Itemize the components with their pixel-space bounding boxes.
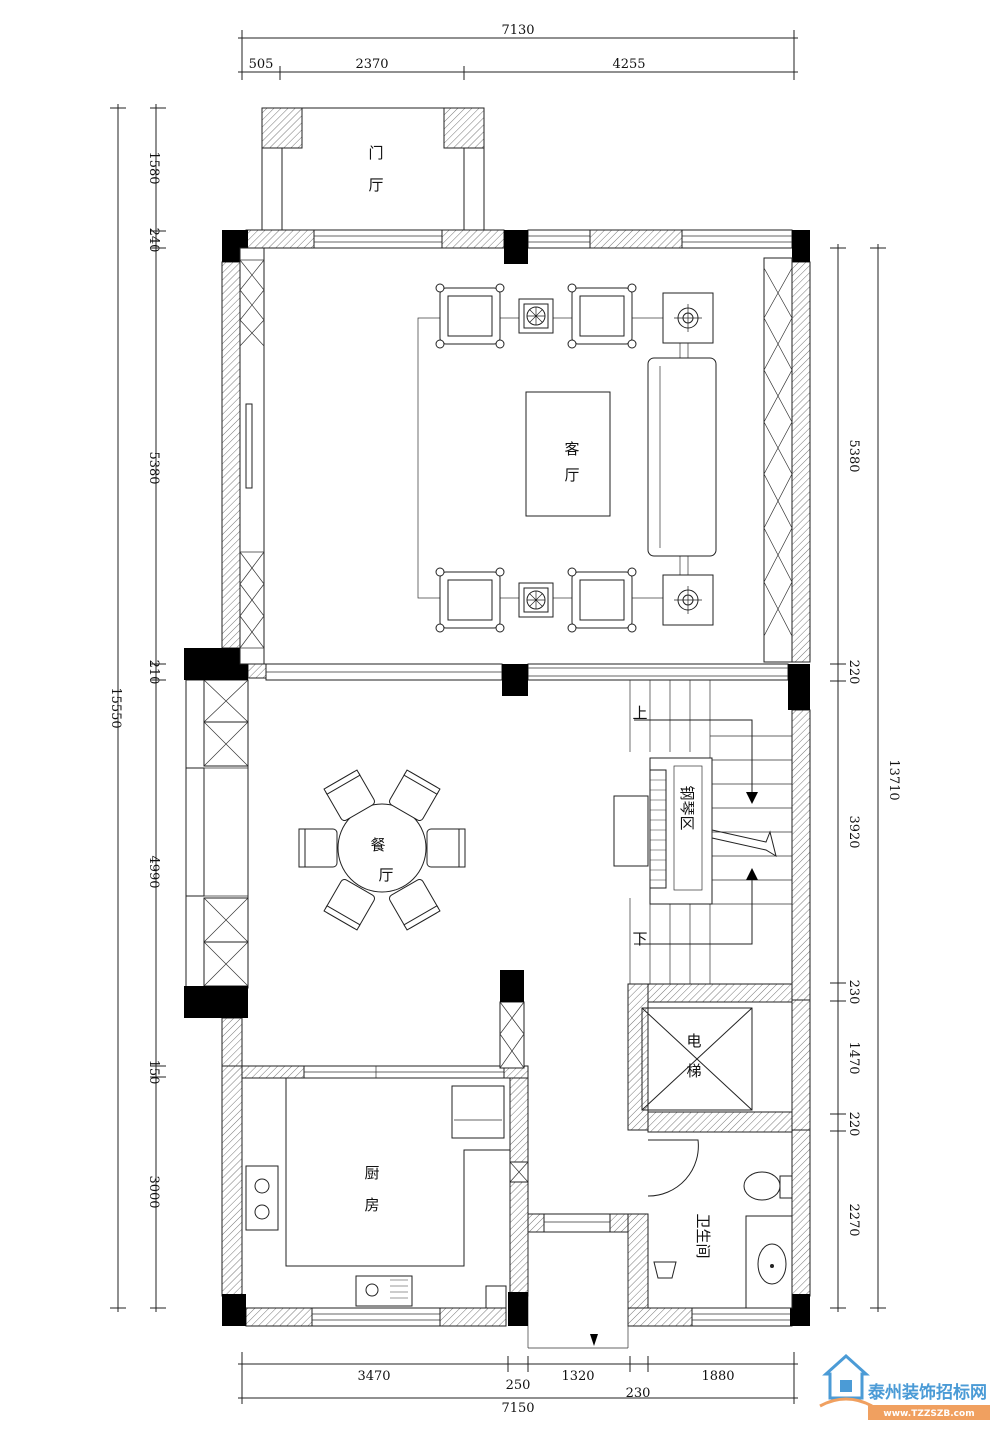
dim-right-seg-7: 2270 xyxy=(846,1203,861,1236)
dim-top-seg-3: 4255 xyxy=(612,57,645,72)
kitchen: 厨 房 xyxy=(245,1078,510,1309)
foyer-label: 门 厅 xyxy=(368,144,383,194)
dining-room-label-2: 厅 xyxy=(378,866,393,884)
dim-right-seg-3: 3920 xyxy=(846,815,861,848)
kitchen-label-2: 房 xyxy=(364,1196,379,1214)
dim-left-seg-5: 4990 xyxy=(146,855,161,888)
dimension-labels: 7130 505 2370 4255 1580 240 5380 210 155… xyxy=(108,23,901,1416)
living-room-label-2: 厅 xyxy=(564,466,579,484)
bathroom: 卫生间 xyxy=(647,1139,793,1309)
dim-right-seg-1: 5380 xyxy=(846,439,861,472)
watermark-url-banner xyxy=(868,1405,990,1420)
dim-bottom-seg-2: 250 xyxy=(506,1378,531,1393)
dim-left-seg-4: 210 xyxy=(146,660,161,685)
dim-bottom-seg-5: 1880 xyxy=(701,1369,734,1384)
living-room-label-1: 客 xyxy=(564,440,579,458)
living-room-furniture: 客 厅 xyxy=(239,247,793,665)
dim-left-seg-3: 5380 xyxy=(146,451,161,484)
piano-area: 钢琴区 xyxy=(613,757,713,905)
watermark: 泰州装饰招标网 www.TZZSZB.com xyxy=(819,1353,990,1420)
bathroom-label: 卫生间 xyxy=(694,1213,712,1258)
dim-left-seg-1: 1580 xyxy=(146,151,161,184)
structural-columns xyxy=(184,230,810,1326)
elevator-label-2: 梯 xyxy=(686,1062,701,1080)
watermark-url: www.TZZSZB.com xyxy=(883,1409,974,1419)
dim-left-seg-2: 240 xyxy=(146,228,161,253)
dim-bottom-seg-3: 1320 xyxy=(561,1369,594,1384)
dining-room-furniture: 餐 厅 xyxy=(298,769,466,931)
dim-left-seg-7: 3000 xyxy=(146,1175,161,1208)
dim-left-seg-6: 150 xyxy=(146,1060,161,1085)
dim-right-seg-5: 1470 xyxy=(846,1041,861,1074)
dim-left-total: 15550 xyxy=(108,687,123,728)
dim-right-total: 13710 xyxy=(886,759,901,800)
dim-right-seg-2: 220 xyxy=(846,660,861,685)
foyer-label-2: 厅 xyxy=(368,176,383,194)
stair-down-label: 下 xyxy=(632,930,647,948)
dim-bottom-seg-1: 3470 xyxy=(357,1369,390,1384)
dim-bottom-seg-4: 230 xyxy=(626,1386,651,1401)
watermark-site-name: 泰州装饰招标网 xyxy=(868,1382,987,1403)
stair-up-label: 上 xyxy=(632,704,647,722)
dimension-lines xyxy=(110,30,886,1404)
elevator-label-1: 电 xyxy=(686,1032,701,1050)
dining-room-label-1: 餐 xyxy=(370,836,385,854)
entrance-arrow-icon xyxy=(590,1334,598,1346)
dim-right-seg-6: 220 xyxy=(846,1112,861,1137)
dim-top-seg-1: 505 xyxy=(249,57,274,72)
house-logo-icon xyxy=(819,1353,873,1408)
foyer xyxy=(261,107,485,230)
dim-top-seg-2: 2370 xyxy=(355,57,388,72)
dim-top-total: 7130 xyxy=(501,23,534,38)
dim-bottom-total: 7150 xyxy=(501,1401,534,1416)
elevator: 电 梯 xyxy=(641,1007,753,1111)
dim-right-seg-4: 230 xyxy=(846,980,861,1005)
staircase: 上 下 xyxy=(629,680,792,984)
piano-area-label: 钢琴区 xyxy=(678,785,696,830)
foyer-label-1: 门 xyxy=(368,144,383,162)
kitchen-label-1: 厨 xyxy=(364,1164,379,1182)
